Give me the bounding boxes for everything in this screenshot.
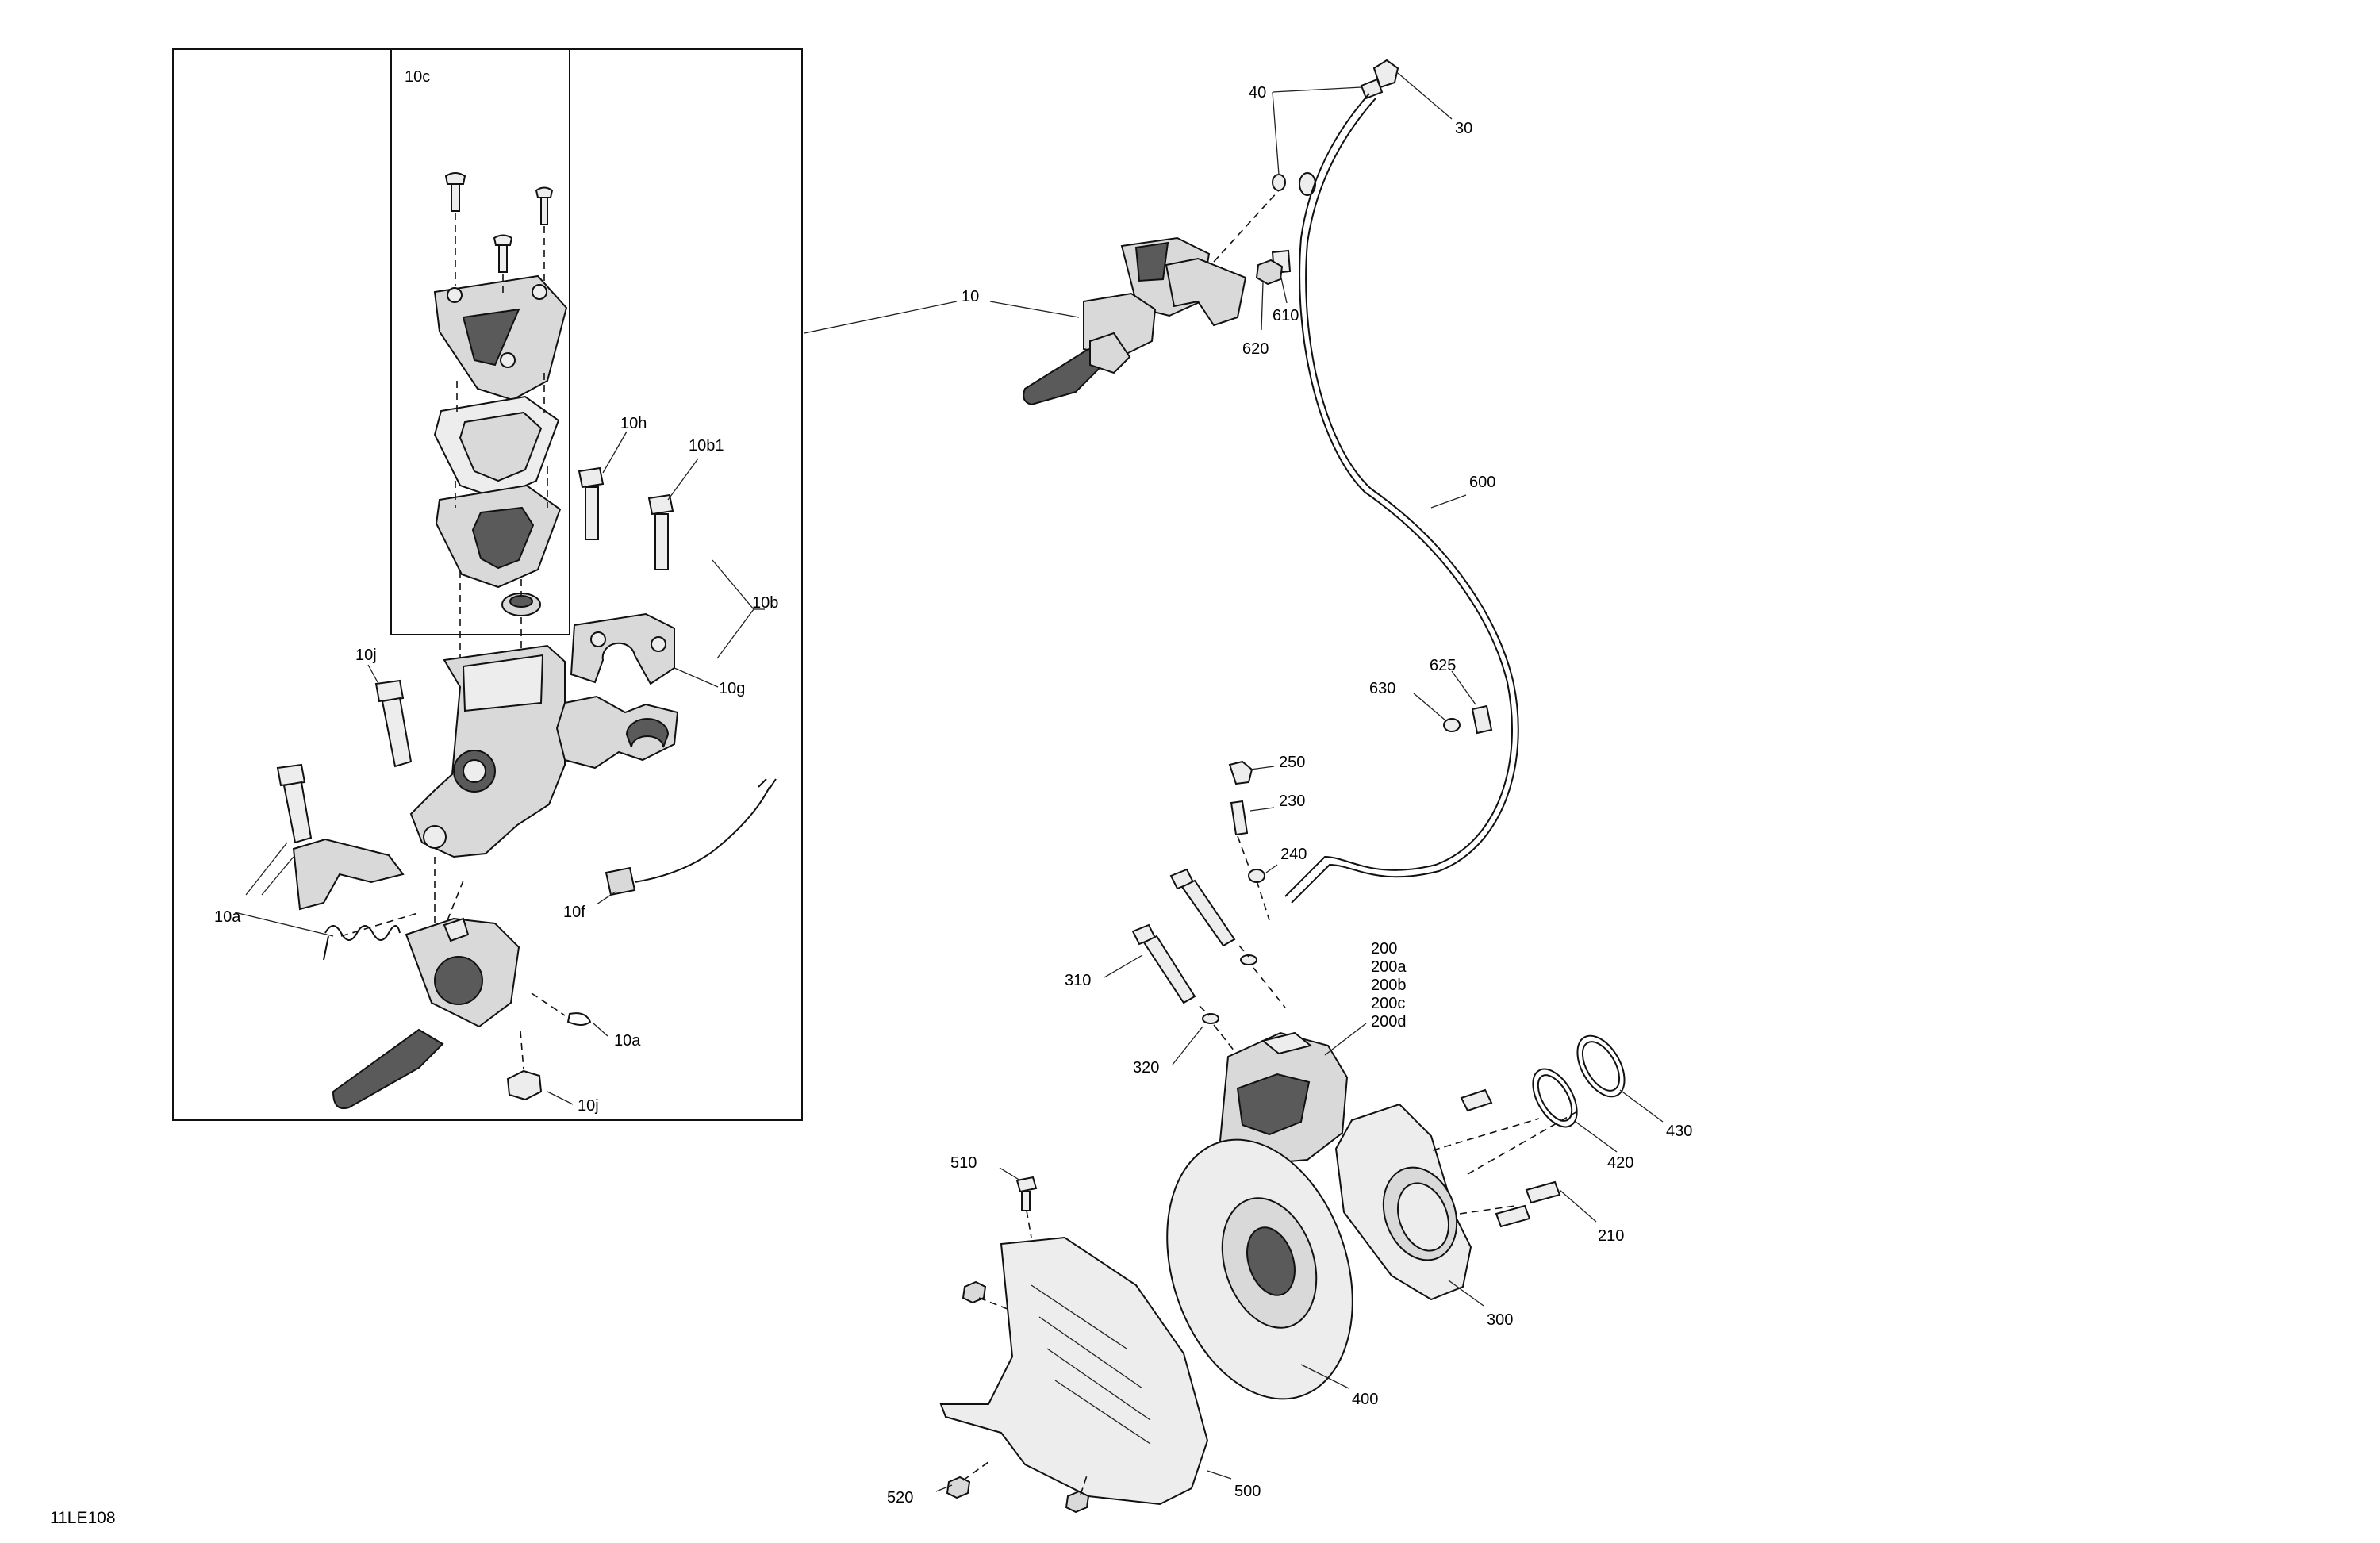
guard-screw xyxy=(1015,1176,1038,1211)
bracket-pins xyxy=(1460,1088,1561,1228)
pivot-pin-10j xyxy=(374,679,413,768)
caliper-bolt-upper xyxy=(1169,868,1236,947)
label-10h: 10h xyxy=(620,415,647,432)
label-200b: 200b xyxy=(1371,977,1407,994)
label-200: 200 xyxy=(1371,940,1397,958)
label-310: 310 xyxy=(1065,972,1091,989)
bolt-10b1 xyxy=(647,493,674,570)
brake-guard xyxy=(939,1236,1209,1506)
label-630: 630 xyxy=(1369,680,1395,697)
label-240: 240 xyxy=(1280,846,1307,863)
label-600: 600 xyxy=(1469,474,1495,491)
label-40: 40 xyxy=(1249,84,1266,102)
handlebar-clamp-10g xyxy=(570,612,675,685)
caliper-bracket xyxy=(1334,1103,1472,1301)
bleeder-screw xyxy=(1230,800,1249,836)
label-430: 430 xyxy=(1666,1123,1692,1140)
label-10a-left: 10a xyxy=(214,908,241,926)
clip-nut-620 xyxy=(1255,259,1284,286)
brake-rotor xyxy=(1166,1138,1353,1400)
crush-washers xyxy=(1272,172,1316,196)
handlebar-clamp-lower xyxy=(555,695,679,770)
label-520: 520 xyxy=(887,1489,913,1507)
label-620: 620 xyxy=(1242,340,1269,358)
label-500: 500 xyxy=(1234,1483,1261,1500)
label-10c: 10c xyxy=(405,68,430,86)
reservoir-diaphragm xyxy=(435,484,562,589)
bolt-10h xyxy=(578,466,605,540)
label-10f: 10f xyxy=(563,904,585,921)
lever-nut xyxy=(506,1069,543,1101)
detail-frame-reservoir-cover xyxy=(390,48,570,635)
reservoir-screws xyxy=(444,172,554,273)
label-250: 250 xyxy=(1279,754,1305,771)
label-10j-bottom: 10j xyxy=(578,1097,599,1115)
label-200a: 200a xyxy=(1371,958,1407,976)
brake-caliper xyxy=(1219,1031,1349,1166)
lever-bracket xyxy=(292,838,405,911)
line-clip-625 xyxy=(1471,704,1493,735)
master-cylinder-body xyxy=(409,644,566,858)
retaining-clip xyxy=(566,1012,592,1026)
o-ring-430 xyxy=(1576,1034,1626,1098)
label-300: 300 xyxy=(1487,1311,1513,1329)
label-610: 610 xyxy=(1273,307,1299,324)
label-510: 510 xyxy=(950,1154,977,1172)
o-ring-420 xyxy=(1532,1068,1578,1128)
master-cylinder-assembly xyxy=(1023,236,1247,406)
label-10g: 10g xyxy=(719,680,745,697)
banjo-washer xyxy=(1248,869,1265,883)
reservoir-gasket xyxy=(433,395,560,500)
label-10: 10 xyxy=(962,288,979,305)
label-10b1: 10b1 xyxy=(689,437,724,455)
lever-bolt-10a xyxy=(276,763,313,844)
drawing-id: 11LE108 xyxy=(50,1509,116,1527)
label-200d: 200d xyxy=(1371,1013,1407,1031)
caliper-washers xyxy=(1202,954,1257,1024)
brake-light-switch xyxy=(605,778,777,896)
caliper-bolt-lower xyxy=(1131,923,1196,1004)
label-210: 210 xyxy=(1598,1227,1624,1245)
label-420: 420 xyxy=(1607,1154,1633,1172)
label-30: 30 xyxy=(1455,120,1472,137)
bleeder-cap xyxy=(1228,760,1253,785)
banjo-bolt xyxy=(1360,59,1399,100)
label-10b: 10b xyxy=(752,594,778,612)
label-625: 625 xyxy=(1430,657,1456,674)
label-400: 400 xyxy=(1352,1391,1378,1408)
brake-lever xyxy=(332,917,520,1109)
reservoir-float-ring xyxy=(501,593,541,616)
label-320: 320 xyxy=(1133,1059,1159,1077)
washer-630 xyxy=(1443,718,1461,732)
label-10a-right: 10a xyxy=(614,1032,641,1050)
label-230: 230 xyxy=(1279,793,1305,810)
reservoir-cover xyxy=(433,274,568,401)
lever-spring xyxy=(323,925,401,961)
label-200c: 200c xyxy=(1371,995,1405,1012)
brake-line xyxy=(1284,93,1519,904)
label-10j-top: 10j xyxy=(355,647,377,664)
guard-nuts xyxy=(946,1280,1090,1514)
